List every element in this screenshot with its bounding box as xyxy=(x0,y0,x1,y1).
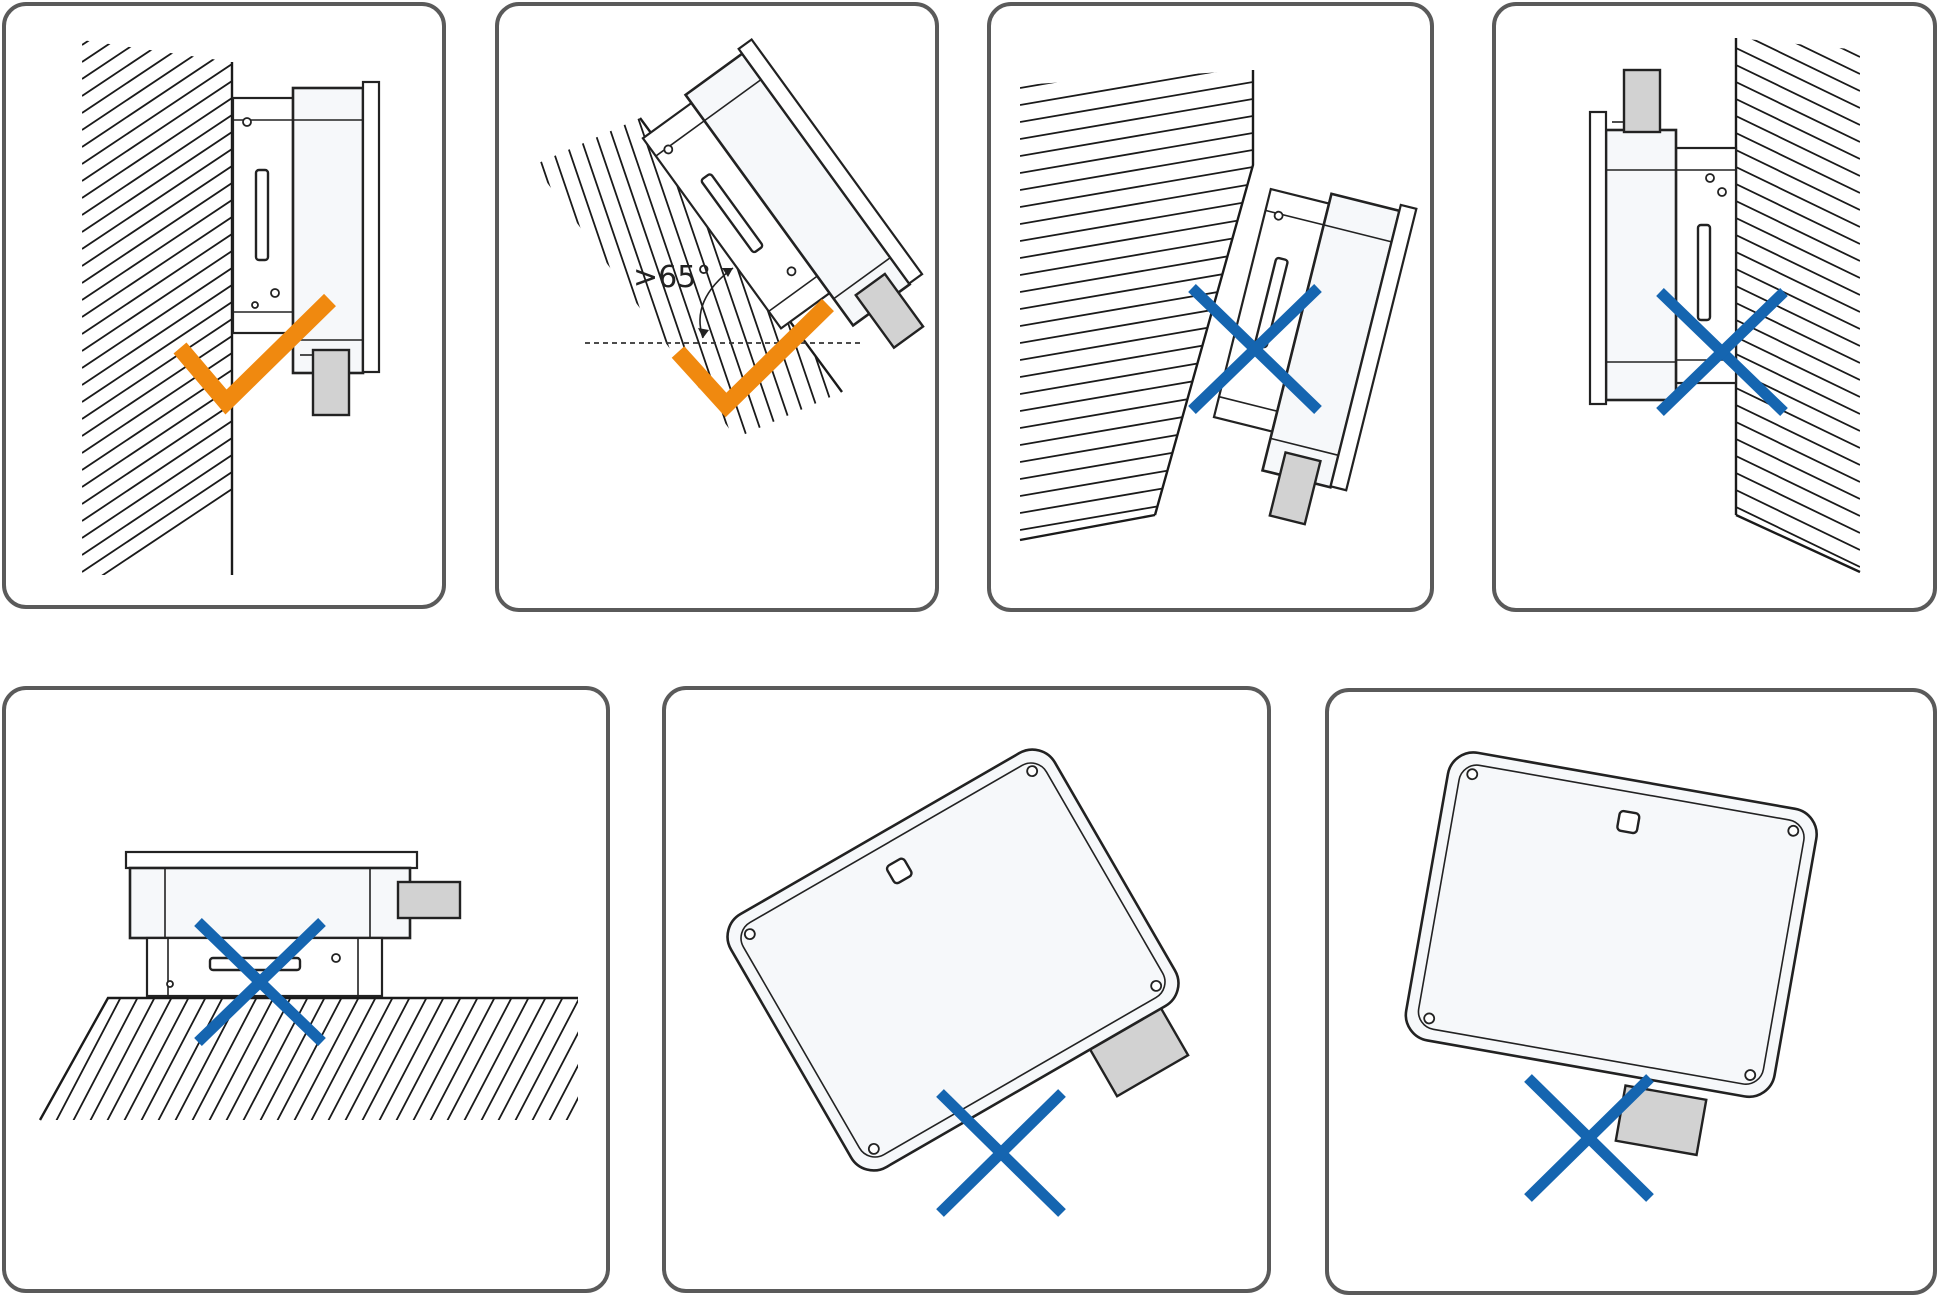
inverter-front-view xyxy=(1404,751,1818,1157)
panel-rotated-right xyxy=(662,686,1271,1293)
panel-tilted-forward-wall xyxy=(987,2,1434,612)
panel-vertical-wall xyxy=(2,2,446,609)
angle-label: >65° xyxy=(633,260,711,295)
panel-rotated-left xyxy=(1325,688,1937,1295)
cross-icon xyxy=(1188,284,1322,414)
inverter-side-view xyxy=(231,80,381,417)
panel-tilted-back-wall: >65° xyxy=(495,2,939,612)
floor-hatching xyxy=(40,998,578,1120)
inverter-side-view xyxy=(1212,187,1418,526)
check-icon xyxy=(173,293,336,415)
cross-icon xyxy=(1656,288,1788,416)
inverter-side-view xyxy=(641,37,925,350)
cross-icon xyxy=(194,918,326,1046)
wall-hatching xyxy=(82,40,232,575)
cross-icon xyxy=(1524,1074,1654,1202)
inverter-lying-view xyxy=(124,850,462,998)
check-icon xyxy=(671,298,834,418)
inverter-front-view xyxy=(726,748,1190,1172)
cross-icon xyxy=(936,1089,1066,1217)
panel-upside-down-wall xyxy=(1492,2,1937,612)
panel-horizontal-floor xyxy=(2,686,610,1293)
